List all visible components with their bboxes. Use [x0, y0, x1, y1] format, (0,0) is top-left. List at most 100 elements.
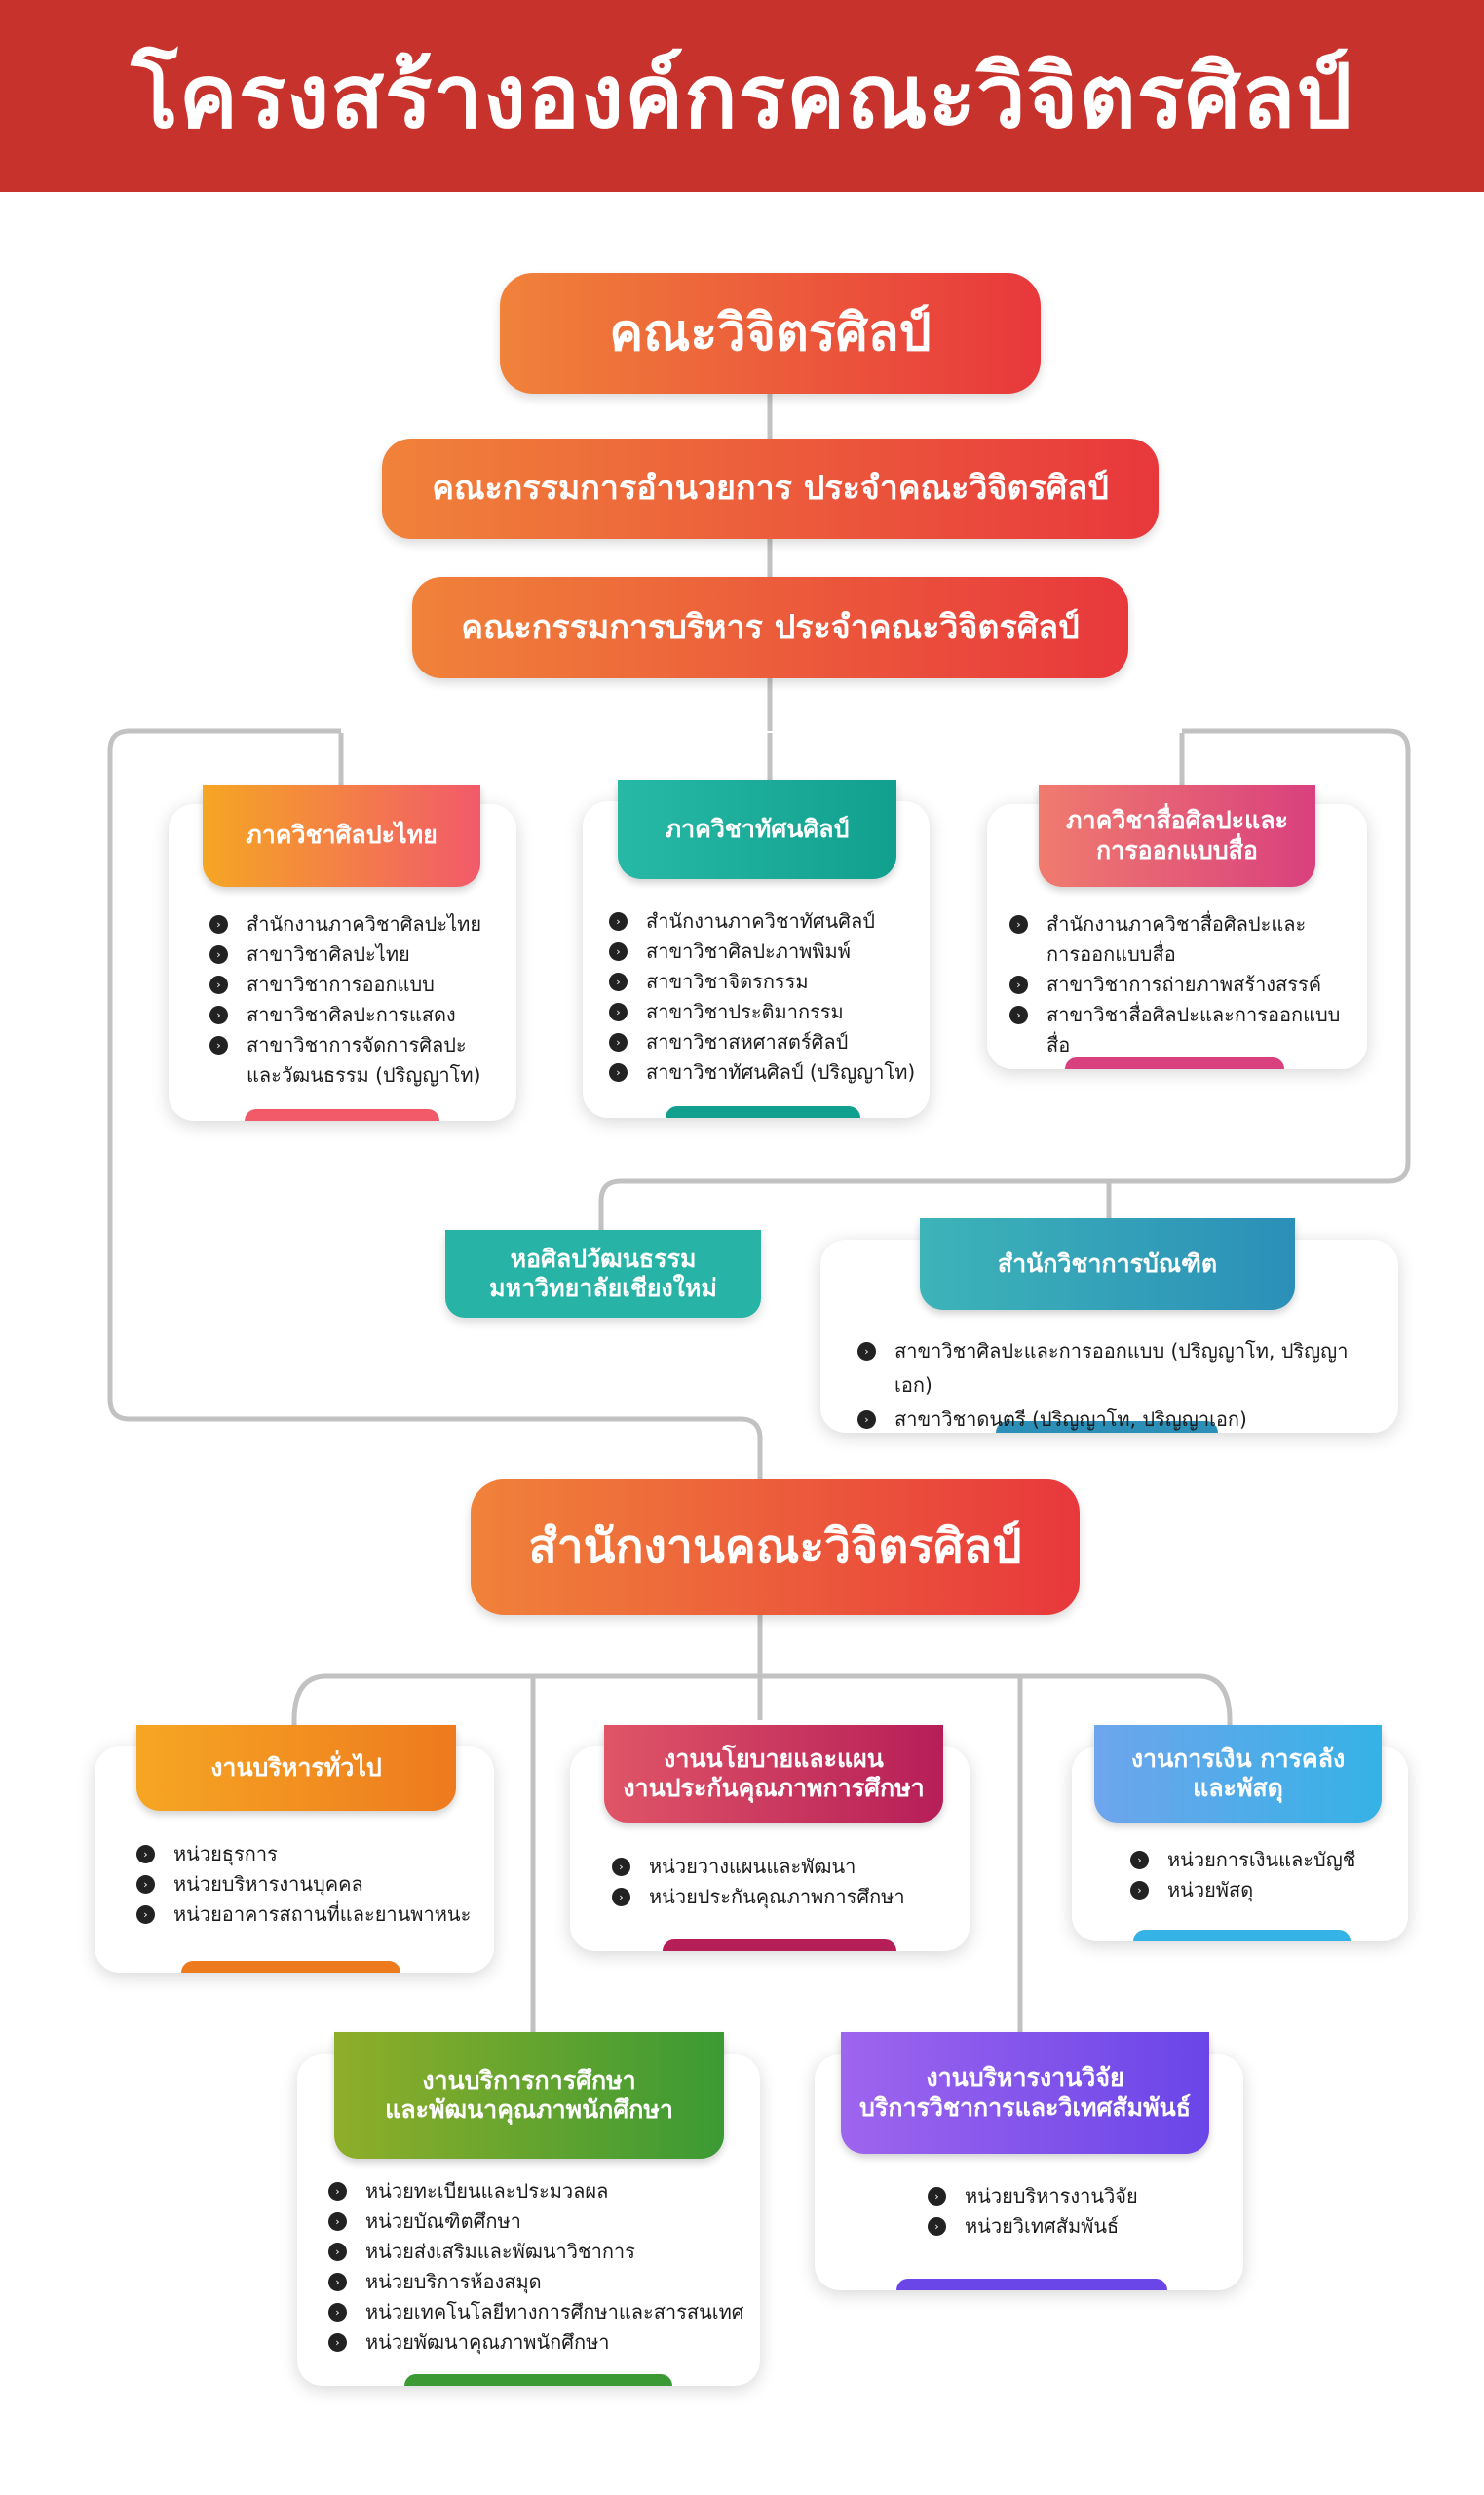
chevron-right-icon: › [328, 2333, 347, 2352]
card-accent [666, 1106, 860, 1118]
faculty-office-label: สำนักงานคณะวิจิตรศิลป์ [528, 1518, 1022, 1574]
department-title-line-1: ภาควิชาสื่อศิลปะและ [1066, 806, 1288, 834]
unit-title-line-2: และพัสดุ [1193, 1774, 1283, 1802]
list-item: ›หน่วยเทคโนโลยีทางการศึกษาและสารสนเทศ [328, 2297, 757, 2327]
card-accent [896, 2279, 1167, 2290]
card-accent [404, 2374, 672, 2386]
chevron-right-icon: › [136, 1905, 155, 1924]
chevron-right-icon: › [328, 2273, 347, 2291]
list-item: ›สาขาวิชาสื่อศิลปะและการออกแบบสื่อ [1009, 1000, 1341, 1060]
list-item: ›หน่วยพัฒนาคุณภาพนักศึกษา [328, 2327, 757, 2358]
list-item: ›สาขาวิชาการถ่ายภาพสร้างสรรค์ [1009, 970, 1341, 1000]
list-item: ›สาขาวิชาประติมากรรม [609, 997, 921, 1027]
chevron-right-icon: › [1130, 1851, 1149, 1869]
chevron-right-icon: › [328, 2182, 347, 2201]
unit-list: ›หน่วยบริหารงานวิจัย ›หน่วยวิเทศสัมพันธ์ [928, 2181, 1220, 2242]
department-list: ›สำนักงานภาควิชาทัศนศิลป์ ›สาขาวิชาศิลปะ… [609, 906, 921, 1088]
chevron-right-icon: › [612, 1858, 630, 1876]
list-item: ›สำนักงานภาควิชาทัศนศิลป์ [609, 906, 921, 937]
faculty-label: คณะวิจิตรศิลป์ [609, 303, 932, 363]
list-item: ›สำนักงานภาควิชาศิลปะไทย [209, 909, 502, 940]
list-item: ›สำนักงานภาควิชาสื่อศิลปะและ การออกแบบสื… [1009, 909, 1341, 970]
graduate-list: ›สาขาวิชาศิลปะและการออกแบบ (ปริญญาโท, ปร… [857, 1334, 1374, 1437]
unit-title-line-1: งานนโยบายและแผน [664, 1744, 884, 1773]
executive-committee-label: คณะกรรมการอำนวยการ ประจำคณะวิจิตรศิลป์ [432, 469, 1109, 509]
page-title: โครงสร้างองค์กรคณะวิจิตรศิลป์ [131, 46, 1353, 148]
chevron-right-icon: › [136, 1875, 155, 1894]
card-accent [181, 1961, 400, 1973]
unit-title-line-2: และพัฒนาคุณภาพนักศึกษา [385, 2095, 673, 2124]
card-accent [245, 1109, 439, 1121]
list-item: ›สาขาวิชาดนตรี (ปริญญาโท, ปริญญาเอก) [857, 1402, 1374, 1437]
list-item: ›สาขาวิชาสหศาสตร์ศิลป์ [609, 1027, 921, 1057]
chevron-right-icon: › [209, 976, 228, 994]
unit-general-admin: งานบริหารทั่วไป [136, 1725, 456, 1811]
chevron-right-icon: › [609, 1033, 628, 1052]
list-item: ›หน่วยส่งเสริมและพัฒนาวิชาการ [328, 2237, 757, 2267]
unit-title-line-2: บริการวิชาการและวิเทศสัมพันธ์ [859, 2092, 1191, 2122]
list-item: ›หน่วยทะเบียนและประมวลผล [328, 2176, 757, 2207]
card-accent [1133, 1930, 1351, 1941]
list-item: ›หน่วยบริหารงานบุคคล [136, 1869, 477, 1900]
unit-education-services: งานบริการการศึกษา และพัฒนาคุณภาพนักศึกษา [334, 2032, 724, 2159]
chevron-right-icon: › [928, 2187, 946, 2206]
graduate-school-title: สำนักวิชาการบัณฑิต [997, 1248, 1218, 1278]
unit-list: ›หน่วยวางแผนและพัฒนา ›หน่วยประกันคุณภาพก… [612, 1852, 953, 1912]
unit-title: งานบริหารทั่วไป [210, 1752, 382, 1782]
chevron-right-icon: › [612, 1888, 630, 1906]
list-item: ›หน่วยบริหารงานวิจัย [928, 2181, 1220, 2211]
chevron-right-icon: › [928, 2217, 946, 2236]
card-accent [1065, 1057, 1284, 1069]
chevron-right-icon: › [1009, 1006, 1028, 1024]
faculty-office-box: สำนักงานคณะวิจิตรศิลป์ [471, 1479, 1080, 1615]
list-item: ›หน่วยธุรการ [136, 1839, 477, 1869]
card-accent [996, 1421, 1218, 1433]
list-item: ›สาขาวิชาศิลปะและการออกแบบ (ปริญญาโท, ปร… [857, 1334, 1374, 1402]
chevron-right-icon: › [209, 945, 228, 964]
department-thai-art: ภาควิชาศิลปะไทย [203, 785, 480, 887]
graduate-school: สำนักวิชาการบัณฑิต [920, 1218, 1295, 1310]
list-item: ›หน่วยพัสดุ [1130, 1875, 1384, 1905]
chevron-right-icon: › [328, 2212, 347, 2231]
list-item: ›สาขาวิชาการออกแบบ [209, 970, 502, 1000]
unit-title-line-1: งานบริหารงานวิจัย [926, 2063, 1124, 2092]
chevron-right-icon: › [136, 1845, 155, 1863]
card-accent [663, 1939, 896, 1951]
chevron-right-icon: › [209, 915, 228, 934]
list-item: ›สาขาวิชาศิลปะการแสดง [209, 1000, 502, 1030]
list-item: ›หน่วยบริการห้องสมุด [328, 2267, 757, 2297]
list-item: ›หน่วยอาคารสถานที่และยานพาหนะ [136, 1900, 477, 1930]
art-center-line-1: หอศิลปวัฒนธรรม [510, 1245, 697, 1273]
list-item: ›หน่วยประกันคุณภาพการศึกษา [612, 1882, 953, 1912]
unit-list: ›หน่วยธุรการ ›หน่วยบริหารงานบุคคล ›หน่วย… [136, 1839, 477, 1930]
unit-research: งานบริหารงานวิจัย บริการวิชาการและวิเทศส… [841, 2032, 1209, 2154]
chevron-right-icon: › [209, 1036, 228, 1055]
list-item: ›สาขาวิชาศิลปะไทย [209, 940, 502, 970]
unit-title-line-2: งานประกันคุณภาพการศึกษา [623, 1774, 925, 1802]
administrative-committee-box: คณะกรรมการบริหาร ประจำคณะวิจิตรศิลป์ [412, 577, 1128, 678]
department-title: ภาควิชาศิลปะไทย [246, 821, 438, 850]
department-title: ภาควิชาทัศนศิลป์ [665, 814, 850, 843]
department-visual-art: ภาควิชาทัศนศิลป์ [618, 780, 896, 879]
art-center-box: หอศิลปวัฒนธรรม มหาวิทยาลัยเชียงใหม่ [445, 1230, 761, 1318]
department-list: ›สำนักงานภาควิชาศิลปะไทย ›สาขาวิชาศิลปะไ… [209, 909, 502, 1091]
faculty-box: คณะวิจิตรศิลป์ [500, 273, 1041, 394]
chevron-right-icon: › [609, 1063, 628, 1082]
unit-title-line-1: งานบริการการศึกษา [422, 2065, 636, 2094]
unit-finance: งานการเงิน การคลัง และพัสดุ [1094, 1725, 1382, 1823]
chevron-right-icon: › [609, 1003, 628, 1021]
chevron-right-icon: › [328, 2243, 347, 2261]
chevron-right-icon: › [857, 1410, 876, 1429]
list-item: ›หน่วยวิเทศสัมพันธ์ [928, 2211, 1220, 2242]
list-item: ›สาขาวิชาทัศนศิลป์ (ปริญญาโท) [609, 1057, 921, 1088]
list-item: ›หน่วยบัณฑิตศึกษา [328, 2207, 757, 2237]
chevron-right-icon: › [1009, 976, 1028, 994]
chevron-right-icon: › [209, 1006, 228, 1024]
header-banner: โครงสร้างองค์กรคณะวิจิตรศิลป์ [0, 0, 1484, 192]
chevron-right-icon: › [328, 2303, 347, 2322]
unit-title-line-1: งานการเงิน การคลัง [1130, 1744, 1346, 1773]
list-item: ›สาขาวิชาจิตรกรรม [609, 967, 921, 997]
chevron-right-icon: › [609, 912, 628, 931]
unit-list: ›หน่วยการเงินและบัญชี ›หน่วยพัสดุ [1130, 1845, 1384, 1905]
